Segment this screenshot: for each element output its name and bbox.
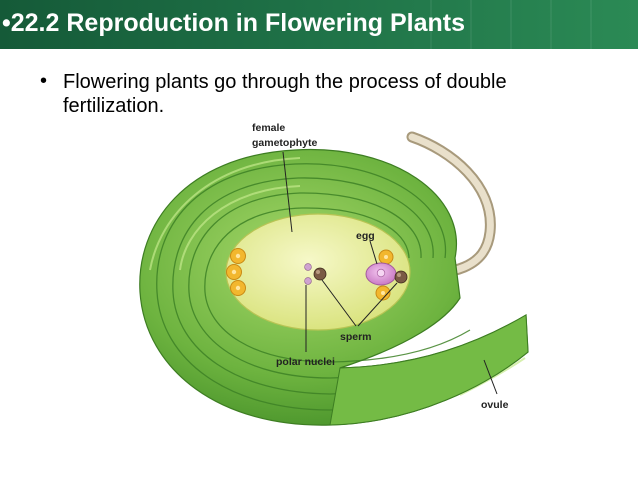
antipodal-cells — [226, 248, 246, 296]
title-bar: •22.2 Reproduction in Flowering Plants — [0, 0, 638, 49]
funiculus — [329, 314, 529, 426]
label-egg: egg — [356, 230, 375, 242]
label-female: female — [252, 122, 285, 134]
label-sperm: sperm — [340, 331, 372, 343]
bullet-text: Flowering plants go through the process … — [63, 71, 507, 117]
leader-lines — [282, 151, 498, 395]
sperm-cells — [313, 267, 408, 284]
bullet-marker: • — [40, 70, 48, 92]
slide-title: •22.2 Reproduction in Flowering Plants — [2, 9, 465, 37]
label-polar-nuclei: polar nuclei — [276, 356, 335, 368]
label-ovule: ovule — [481, 399, 509, 411]
polar-nuclei — [304, 263, 312, 285]
label-gametophyte: gametophyte — [252, 137, 318, 149]
